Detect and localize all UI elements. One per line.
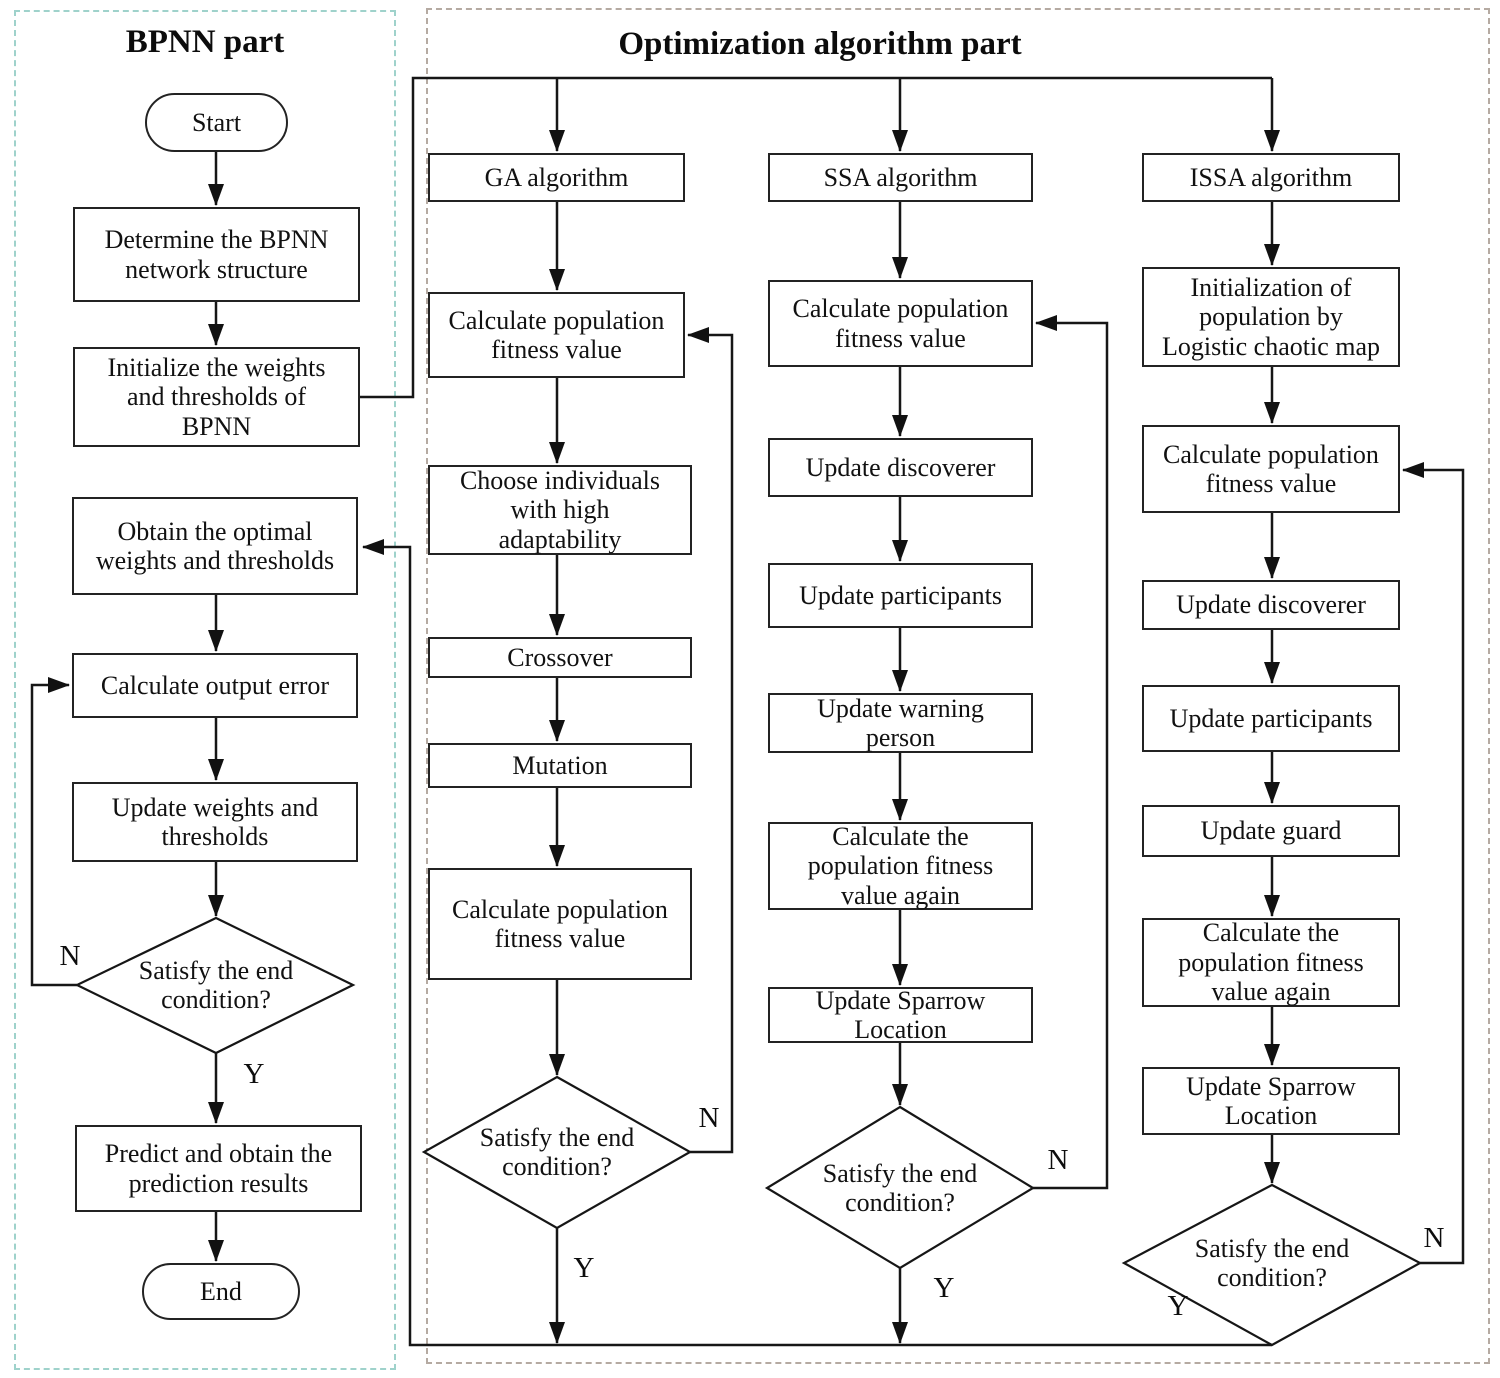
edge-ssa-condition-no-loop bbox=[1033, 315, 1109, 1190]
node-issa-update-discoverer: Update discoverer bbox=[1142, 580, 1400, 630]
node-predict: Predict and obtain the prediction result… bbox=[75, 1125, 362, 1212]
node-determine-structure: Determine the BPNN network structure bbox=[73, 207, 360, 302]
node-ssa-calc-fitness: Calculate population fitness value bbox=[768, 280, 1033, 367]
node-ssa-update-participants: Update participants bbox=[768, 563, 1033, 628]
edge-label-ga-yes: Y bbox=[573, 1252, 595, 1284]
node-ga-algorithm: GA algorithm bbox=[428, 153, 685, 202]
edge-label-issa-yes: Y bbox=[1167, 1290, 1189, 1322]
node-ssa-calc-fitness-again: Calculate the population fitness value a… bbox=[768, 822, 1033, 910]
node-ssa-update-warning: Update warning person bbox=[768, 693, 1033, 753]
node-obtain-optimal: Obtain the optimal weights and threshold… bbox=[72, 497, 358, 595]
optimization-section-frame bbox=[426, 8, 1490, 1364]
optimization-section-title: Optimization algorithm part bbox=[618, 26, 1022, 62]
node-ga-choose-individuals: Choose individuals with high adaptabilit… bbox=[428, 465, 692, 555]
edge-label-ssa-yes: Y bbox=[933, 1272, 955, 1304]
ga-condition-diamond bbox=[421, 1075, 693, 1230]
node-issa-calc-fitness: Calculate population fitness value bbox=[1142, 425, 1400, 513]
node-ga-mutation: Mutation bbox=[428, 743, 692, 788]
bpnn-section-title: BPNN part bbox=[125, 24, 285, 60]
bpnn-section-frame bbox=[14, 10, 396, 1370]
edge-label-bpnn-no: N bbox=[59, 940, 81, 972]
node-ga-condition: Satisfy the end condition? bbox=[479, 1122, 635, 1181]
node-issa-condition: Satisfy the end condition? bbox=[1194, 1233, 1350, 1292]
node-end: End bbox=[142, 1263, 300, 1320]
node-ssa-algorithm: SSA algorithm bbox=[768, 153, 1033, 202]
edge-issa-condition-no-loop bbox=[1402, 462, 1465, 1265]
edge-bpnn-condition-no-loop bbox=[30, 677, 77, 987]
edge-label-bpnn-yes: Y bbox=[243, 1058, 265, 1090]
node-issa-init-population: Initialization of population by Logistic… bbox=[1142, 267, 1400, 367]
node-update-weights: Update weights and thresholds bbox=[72, 782, 358, 862]
node-issa-calc-fitness-again: Calculate the population fitness value a… bbox=[1142, 918, 1400, 1007]
node-ssa-update-sparrow: Update Sparrow Location bbox=[768, 986, 1033, 1044]
node-ssa-condition: Satisfy the end condition? bbox=[822, 1158, 978, 1217]
edge-bottom-feedback-obtain bbox=[362, 539, 1272, 1347]
node-ga-crossover: Crossover bbox=[428, 637, 692, 678]
bpnn-condition-diamond bbox=[74, 916, 356, 1055]
edge-label-issa-no: N bbox=[1423, 1222, 1445, 1254]
edge-ga-condition-no-loop bbox=[687, 327, 734, 1154]
issa-condition-diamond bbox=[1121, 1183, 1423, 1347]
edge-label-ssa-no: N bbox=[1047, 1144, 1069, 1176]
node-issa-update-participants: Update participants bbox=[1142, 685, 1400, 752]
node-issa-update-sparrow: Update Sparrow Location bbox=[1142, 1067, 1400, 1135]
edge-initialize-top-feed bbox=[360, 76, 1272, 399]
node-ssa-update-discoverer: Update discoverer bbox=[768, 438, 1033, 497]
node-bpnn-condition: Satisfy the end condition? bbox=[138, 955, 294, 1014]
node-issa-update-guard: Update guard bbox=[1142, 805, 1400, 857]
edge-label-ga-no: N bbox=[698, 1102, 720, 1134]
node-issa-algorithm: ISSA algorithm bbox=[1142, 153, 1400, 202]
node-ga-calc-fitness: Calculate population fitness value bbox=[428, 292, 685, 378]
node-ga-calc-fitness2: Calculate population fitness value bbox=[428, 868, 692, 980]
node-initialize-weights: Initialize the weights and thresholds of… bbox=[73, 347, 360, 447]
node-calculate-output-error: Calculate output error bbox=[72, 653, 358, 718]
node-start: Start bbox=[145, 93, 288, 152]
ssa-condition-diamond bbox=[764, 1105, 1036, 1270]
